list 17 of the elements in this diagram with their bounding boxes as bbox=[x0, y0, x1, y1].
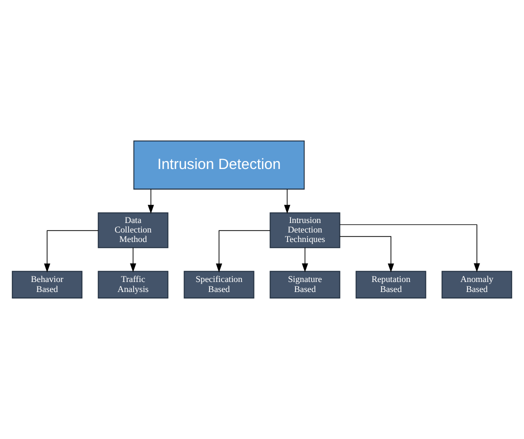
node-box: Specification Based bbox=[184, 270, 254, 298]
node-box: Traffic Analysis bbox=[98, 270, 168, 298]
arrow bbox=[44, 230, 98, 272]
arrow bbox=[302, 247, 308, 272]
arrow bbox=[148, 188, 154, 214]
node-box: Signature Based bbox=[270, 270, 340, 298]
node-box: Reputation Based bbox=[356, 270, 426, 298]
arrow bbox=[340, 224, 480, 272]
node-box: Intrusion Detection Techniques bbox=[270, 212, 340, 248]
arrow bbox=[216, 230, 270, 272]
node-box: Data Collection Method bbox=[98, 212, 168, 248]
arrow bbox=[130, 247, 136, 272]
node-box: Behavior Based bbox=[12, 270, 82, 298]
arrow bbox=[284, 188, 290, 214]
node-box: Intrusion Detection bbox=[133, 140, 305, 190]
node-box: Anomaly Based bbox=[442, 270, 512, 298]
arrow bbox=[340, 236, 394, 272]
